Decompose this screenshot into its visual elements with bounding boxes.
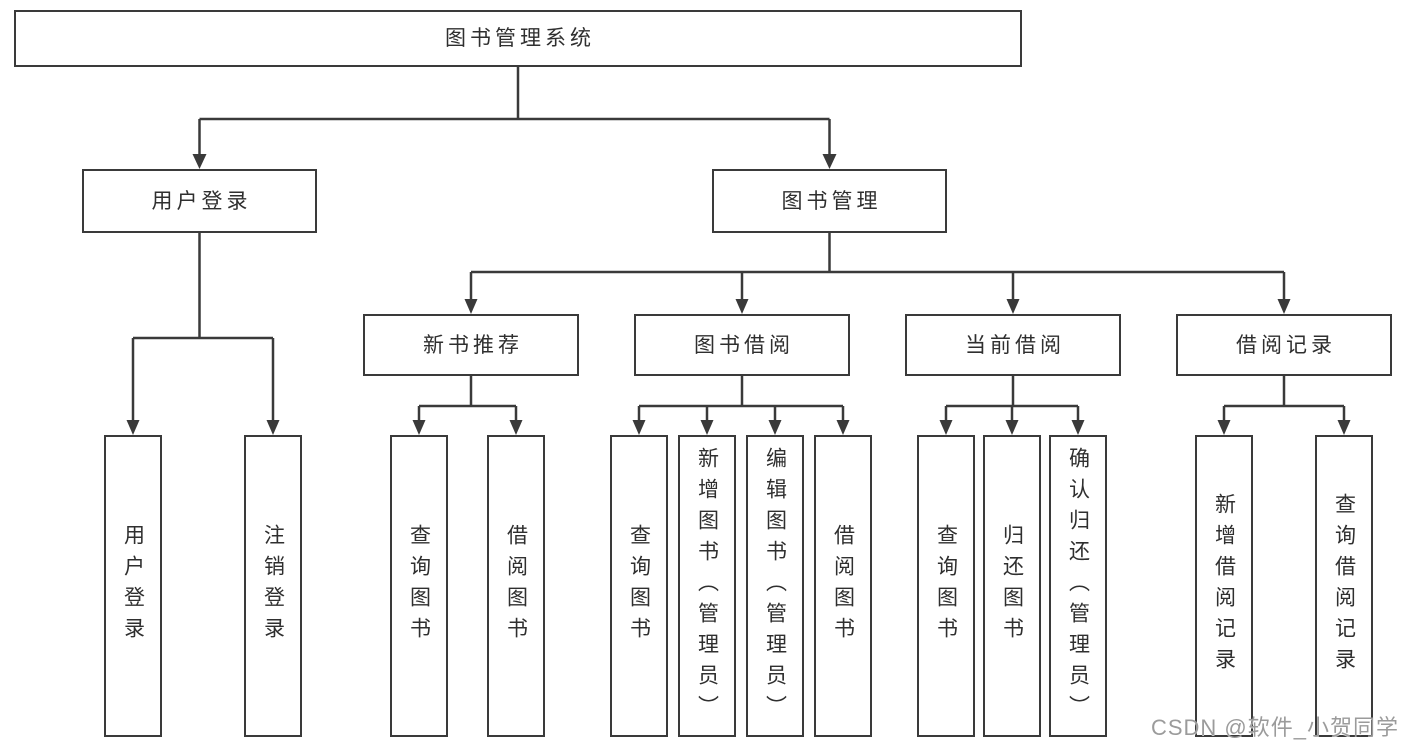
leaf-bb-edit-book-admin: 编辑图书（管理员）: [746, 435, 804, 737]
leaf-nb-query-books: 查询图书: [390, 435, 448, 737]
node-new-book-recommend: 新书推荐: [363, 314, 579, 376]
leaf-nb-borrow-books: 借阅图书: [487, 435, 545, 737]
leaf-cb-query-books: 查询图书: [917, 435, 975, 737]
leaf-logout: 注销登录: [244, 435, 302, 737]
leaf-br-query-record: 查询借阅记录: [1315, 435, 1373, 737]
node-book-borrow: 图书借阅: [634, 314, 850, 376]
leaf-cb-confirm-return-admin: 确认归还（管理员）: [1049, 435, 1107, 737]
node-borrow-records: 借阅记录: [1176, 314, 1392, 376]
node-book-management: 图书管理: [712, 169, 947, 233]
leaf-bb-query-books: 查询图书: [610, 435, 668, 737]
node-root: 图书管理系统: [14, 10, 1022, 67]
leaf-bb-add-book-admin: 新增图书（管理员）: [678, 435, 736, 737]
leaf-user-login: 用户登录: [104, 435, 162, 737]
csdn-watermark: CSDN @软件_小贺同学: [1150, 715, 1399, 740]
leaf-br-add-record: 新增借阅记录: [1195, 435, 1253, 737]
node-current-borrow: 当前借阅: [905, 314, 1121, 376]
node-user-login: 用户登录: [82, 169, 317, 233]
arrowhead-icons: [126, 154, 1351, 435]
leaf-bb-borrow-books: 借阅图书: [814, 435, 872, 737]
leaf-cb-return-books: 归还图书: [983, 435, 1041, 737]
